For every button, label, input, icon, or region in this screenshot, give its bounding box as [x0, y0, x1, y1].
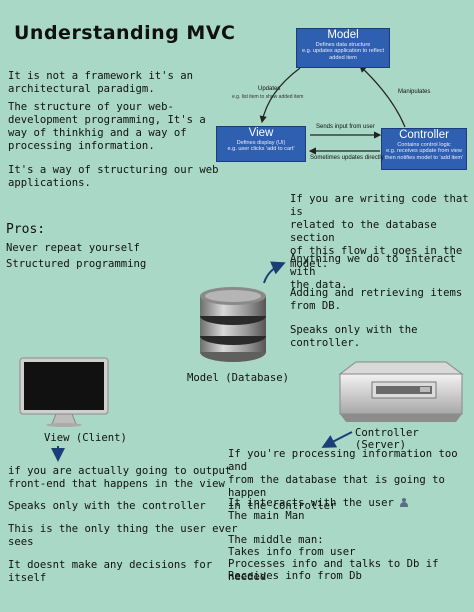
- model-box-example: e.g. updates application to reflect: [301, 48, 385, 55]
- intro-paragraph-3: It's a way of structuring our web applic…: [8, 164, 219, 189]
- page-title: Understanding MVC: [14, 22, 236, 44]
- model-box-desc: Defines data structure: [315, 42, 371, 48]
- pros-heading: Pros:: [6, 222, 46, 237]
- model-caption: Model (Database): [187, 372, 290, 384]
- view-caption: View (Client): [44, 432, 127, 444]
- updates-label: Updates: [258, 86, 281, 92]
- controller-paragraph-1: If you're processing information too and…: [228, 448, 458, 512]
- controller-paragraph-2b: The main Man: [228, 510, 305, 522]
- controller-box-title: Controller: [399, 129, 449, 141]
- model-paragraph-3: Adding and retrieving items from DB.: [290, 287, 463, 312]
- model-paragraph-1: If you are writing code that is related …: [290, 193, 469, 270]
- model-paragraph-2: Anything we do to interact with the data…: [290, 253, 456, 291]
- intro-paragraph-2: The structure of your web- development p…: [8, 101, 206, 152]
- pros-item: Structured programming: [6, 258, 147, 270]
- controller-box-example: e.g. receives update from view: [386, 148, 462, 155]
- model-box-title: Model: [327, 29, 359, 41]
- sends-input-label: Sends input from user: [316, 124, 375, 130]
- view-box-desc: Defines display (UI): [236, 140, 286, 146]
- controller-paragraph-2: It interacts with the user: [228, 497, 409, 510]
- controller-box: Controller Contains control logic e.g. r…: [381, 128, 467, 170]
- controller-box-desc: Contains control logic: [397, 142, 451, 148]
- model-box: Model Defines data structure e.g. update…: [296, 28, 390, 68]
- controller-caption: Controller (Server): [355, 427, 419, 451]
- view-box-example: e.g. user clicks 'add to cart': [227, 146, 295, 153]
- controller-list-item: Receives info from Db: [228, 570, 362, 582]
- controller-list-item: Processes info and talks to Db if needed: [228, 558, 445, 583]
- manipulates-label: Manipulates: [398, 89, 431, 95]
- controller-list-item: Takes info from user: [228, 546, 356, 558]
- view-paragraph-2: Speaks only with the controller: [8, 500, 206, 512]
- view-paragraph-1: if you are actually going to output fron…: [8, 465, 232, 490]
- intro-paragraph-1: It is not a framework it's an architectu…: [8, 70, 193, 95]
- view-box-title: View: [248, 127, 274, 139]
- model-box-example-2: added item: [329, 54, 357, 61]
- user-icon: [400, 498, 409, 507]
- sometimes-updates-label: Sometimes updates directly: [310, 155, 384, 161]
- pros-item: Never repeat yourself: [6, 242, 140, 254]
- view-paragraph-3: This is the only thing the user ever see…: [8, 523, 238, 548]
- view-paragraph-4: It doesnt make any decisions for itself: [8, 559, 213, 584]
- view-box: View Defines display (UI) e.g. user clic…: [216, 126, 306, 162]
- controller-paragraph-3: The middle man:: [228, 534, 324, 546]
- controller-box-example-2: then notifies model to 'add item': [384, 154, 464, 161]
- controller-paragraph-2-text: It interacts with the user: [228, 497, 394, 509]
- model-paragraph-4: Speaks only with the controller.: [290, 324, 424, 349]
- updates-sublabel: e.g. list item to show added item: [232, 94, 304, 100]
